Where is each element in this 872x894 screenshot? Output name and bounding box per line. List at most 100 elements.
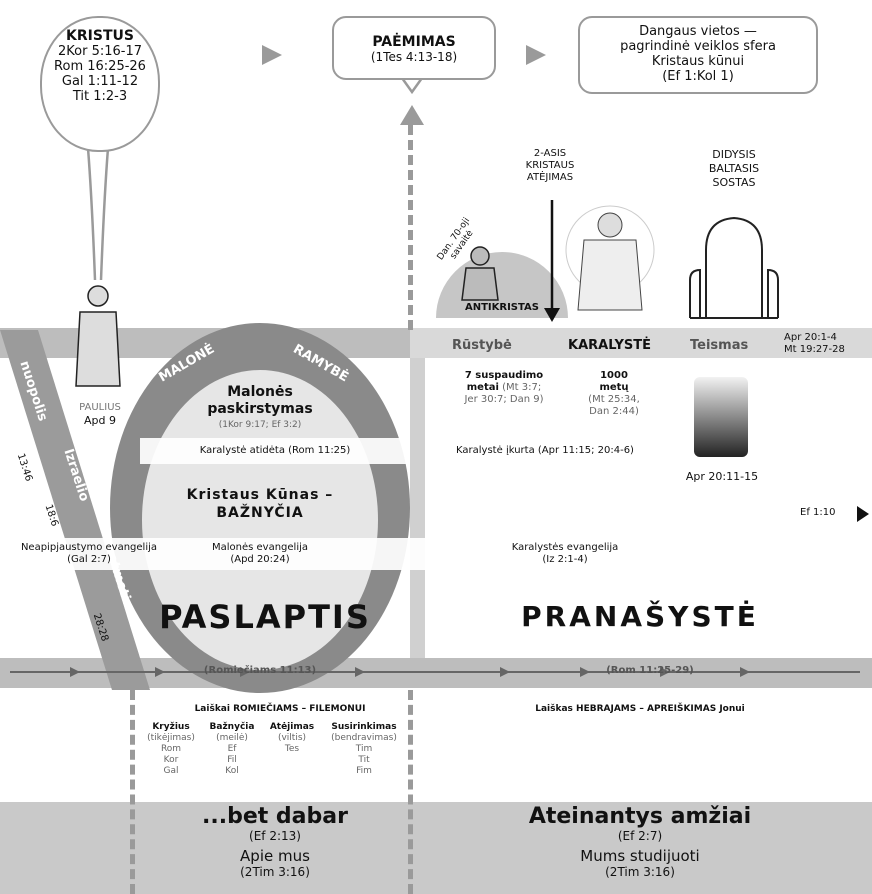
- prophecy-bar-ref: (Rom 11:25-29): [606, 665, 694, 676]
- left-dashed-line: [130, 690, 135, 894]
- but-now-sub: Apie mus: [240, 847, 310, 865]
- heaven-box: Dangaus vietos — pagrindinė veiklos sfer…: [578, 16, 818, 94]
- col-cross-item-3: Gal: [163, 766, 179, 776]
- dispensation-title: Malonės paskirstymas: [170, 384, 350, 418]
- uncircumcision-gospel-ref: (Gal 2:7): [67, 554, 111, 565]
- ef-arrow: [857, 506, 869, 522]
- letters-left-title: Laiškai ROMIEČIAMS – FILEMONUI: [194, 704, 366, 714]
- millennium-block: 1000 metų (Mt 25:34, Dan 2:44): [574, 370, 654, 418]
- uncircumcision-gospel: Neapipjaustymo evangelija (Gal 2:7): [4, 542, 174, 566]
- rapture-dashed-line: [408, 125, 413, 330]
- col-church-item-1: Ef: [227, 744, 237, 754]
- col-church-sub: (meilė): [216, 733, 248, 743]
- paulius-ref: Apd 9: [84, 414, 116, 427]
- col-gathering-item-2: Tit: [358, 755, 370, 765]
- millennium-ref-2: Dan 2:44): [589, 406, 639, 417]
- col-coming-item-1: Tes: [284, 744, 300, 754]
- heaven-line-2: pagrindinė veiklos sfera: [620, 39, 776, 54]
- heaven-line-4: (Ef 1:Kol 1): [662, 69, 734, 84]
- letters-col-gathering: Susirinkimas (bendravimas) Tim Tit Fim: [322, 722, 406, 777]
- col-cross-item-1: Rom: [160, 744, 182, 754]
- ages-title: Ateinantys amžiai: [528, 804, 752, 829]
- tribulation-block: 7 suspaudimo metai (Mt 3:7; Jer 30:7; Da…: [444, 370, 564, 406]
- band-established: [430, 438, 660, 464]
- ages-sub: Mums studijuoti: [580, 847, 700, 865]
- wrath-label: Rūstybė: [452, 338, 512, 353]
- band-postponed: [140, 438, 410, 464]
- heaven-line-3: Kristaus kūnui: [651, 54, 745, 69]
- kingdom-gospel-title: Karalystės evangelija: [511, 542, 619, 553]
- judgment-label: Teismas: [690, 338, 749, 353]
- rapture-arrow-head: [400, 105, 424, 125]
- kristus-ref-3: Gal 1:11-12: [61, 74, 139, 89]
- letters-col-church: Bažnyčia (meilė) Ef Fil Kol: [202, 722, 262, 777]
- throne-label: DIDYSIS BALTASIS SOSTAS: [684, 148, 784, 190]
- ef-ref: Ef 1:10: [800, 507, 836, 518]
- throne-line-1: DIDYSIS: [712, 148, 756, 161]
- letters-right-title: Laiškas HEBRAJAMS – APREIŠKIMAS Jonui: [535, 704, 745, 714]
- kristus-title: KRISTUS: [66, 28, 134, 44]
- millennium-years: metų: [599, 382, 629, 393]
- col-gathering-head: Susirinkimas: [331, 722, 397, 732]
- col-coming-head: Atėjimas: [269, 722, 315, 732]
- tribulation-ref-2: Jer 30:7; Dan 9): [464, 394, 544, 405]
- second-coming-line-3: ATĖJIMAS: [526, 172, 574, 183]
- christ-figure: [565, 205, 655, 311]
- uncircumcision-gospel-title: Neapipjaustymo evangelija: [20, 542, 158, 553]
- judgment-ref: Apr 20:11-15: [685, 470, 759, 483]
- col-gathering-item-3: Fim: [356, 766, 372, 776]
- second-coming-label: 2-ASIS KRISTAUS ATĖJIMAS: [500, 148, 600, 184]
- col-gathering-sub: (bendravimas): [331, 733, 397, 743]
- judgment-box: [694, 377, 748, 457]
- tribulation-title: 7 suspaudimo: [464, 370, 544, 381]
- antichrist-label: ANTIKRISTAS: [464, 302, 539, 313]
- kristus-ref-2: Rom 16:25-26: [54, 59, 146, 74]
- ages-to-come-panel: Ateinantys amžiai (Ef 2:7) Mums studijuo…: [470, 804, 810, 879]
- col-cross-head: Kryžius: [152, 722, 190, 732]
- rapture-ref: (1Tes 4:13-18): [370, 50, 458, 64]
- col-cross-sub: (tikėjimas): [147, 733, 195, 743]
- gospel-band: [0, 538, 660, 570]
- paulius-figure: [75, 285, 121, 387]
- rapture-box: PAĖMIMAS (1Tes 4:13-18): [332, 16, 496, 80]
- but-now-ref: (Ef 2:13): [249, 829, 301, 843]
- col-gathering-item-1: Tim: [355, 744, 373, 754]
- rapture-title: PAĖMIMAS: [372, 34, 456, 50]
- dispensation-title-1: Malonės: [227, 384, 293, 400]
- millennium-ref-1: (Mt 25:34,: [588, 394, 640, 405]
- but-now-title: ...bet dabar: [202, 804, 348, 829]
- heaven-line-1: Dangaus vietos —: [639, 24, 757, 39]
- mid-dashed-line: [408, 690, 413, 894]
- grace-gospel-ref: (Apd 20:24): [230, 554, 290, 565]
- kingdom-ref-2: Mt 19:27-28: [784, 344, 845, 355]
- grace-gospel: Malonės evangelija (Apd 20:24): [190, 542, 330, 566]
- bottom-panels: [0, 802, 872, 894]
- col-cross-item-2: Kor: [163, 755, 179, 765]
- dispensation-title-2: paskirstymas: [207, 401, 313, 417]
- throne-line-3: SOSTAS: [712, 176, 756, 189]
- kingdom-gospel: Karalystės evangelija (Iz 2:1-4): [490, 542, 640, 566]
- body-of-christ-line-2: BAŽNYČIA: [216, 505, 304, 521]
- kristus-bubble: KRISTUS 2Kor 5:16-17 Rom 16:25-26 Gal 1:…: [40, 16, 160, 152]
- kingdom-established: Karalystė įkurta (Apr 11:15; 20:4-6): [456, 445, 634, 456]
- second-coming-line-1: 2-ASIS: [533, 148, 567, 159]
- kingdom-label: KARALYSTĖ: [568, 338, 651, 353]
- tribulation-ref-1: (Mt 3:7;: [502, 382, 542, 393]
- millennium-title: 1000: [600, 370, 628, 381]
- arrow-right-1: [262, 45, 282, 65]
- kristus-ref-4: Tit 1:2-3: [72, 89, 128, 104]
- paulius-name: PAULIUS: [79, 402, 121, 413]
- ages-ref: (Ef 2:7): [617, 829, 663, 843]
- israel-ribbon: [0, 330, 150, 690]
- col-church-item-2: Fil: [227, 755, 237, 765]
- dispensation-ref: (1Kor 9:17; Ef 3:2): [218, 420, 302, 430]
- kingdom-gospel-ref: (Iz 2:1-4): [542, 554, 588, 565]
- second-coming-line-2: KRISTAUS: [525, 160, 575, 171]
- but-now-ref-2: (2Tim 3:16): [240, 865, 310, 879]
- body-of-christ-line-1: Kristaus Kūnas –: [186, 487, 334, 503]
- mystery-title: PASLAPTIS: [159, 598, 371, 636]
- throne-line-2: BALTASIS: [708, 162, 760, 175]
- kingdom-ref-1: Apr 20:1-4: [784, 332, 837, 343]
- col-coming-sub: (viltis): [277, 733, 307, 743]
